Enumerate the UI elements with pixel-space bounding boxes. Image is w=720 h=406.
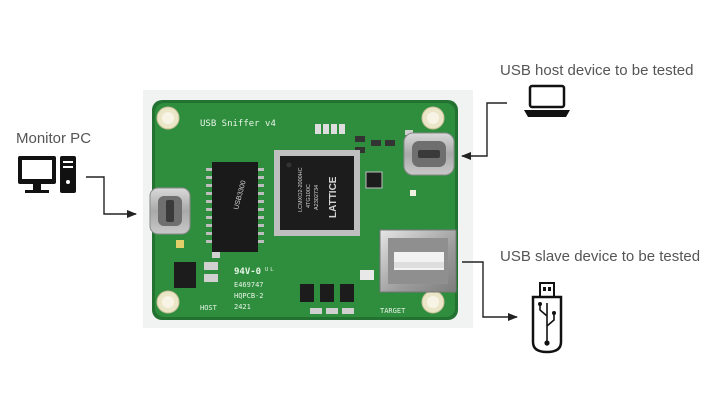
usb-a-port-target xyxy=(379,229,457,293)
arrow-host-to-board xyxy=(461,102,507,160)
svg-text:A2302734: A2302734 xyxy=(314,185,320,210)
board-title: USB Sniffer v4 xyxy=(200,119,276,129)
target-label: TARGET xyxy=(380,307,406,315)
fpga-brand-label: LATTICE xyxy=(328,176,339,218)
svg-text:2421: 2421 xyxy=(234,303,251,311)
svg-text:94V-0: 94V-0 xyxy=(234,267,261,277)
svg-text:LCMXO2-2000HC: LCMXO2-2000HC xyxy=(298,167,304,212)
host-label: HOST xyxy=(200,304,218,312)
usb-slave-label: USB slave device to be tested xyxy=(500,248,701,265)
esd-protection-chips xyxy=(300,270,374,314)
arrow-board-to-slave xyxy=(462,261,518,321)
svg-text:ᵁᴸ: ᵁᴸ xyxy=(264,267,275,277)
desktop-computer-icon xyxy=(18,156,76,193)
small-ic xyxy=(365,171,383,189)
usb-sniffer-board: USB Sniffer v4 xyxy=(149,100,458,320)
svg-text:E469747: E469747 xyxy=(234,281,264,289)
usb-c-port-host xyxy=(403,132,455,176)
fpga-chip: LCMXO2-2000HC 4TG100C A2302734 LATTICE xyxy=(274,150,360,236)
usb-phy-chip: USB3300 xyxy=(206,162,264,252)
arrow-monitor-to-board xyxy=(86,176,137,218)
usb-c-port-monitor xyxy=(149,187,191,235)
certification-marks: 94V-0 E469747 HQPCB-2 2421 ᵁᴸ xyxy=(234,267,275,311)
svg-text:4TG100C: 4TG100C xyxy=(306,184,312,208)
usb-host-label: USB host device to be tested xyxy=(500,62,694,79)
svg-text:HQPCB-2: HQPCB-2 xyxy=(234,292,264,300)
usb-flash-drive-icon xyxy=(531,282,563,354)
monitor-pc-label: Monitor PC xyxy=(16,130,92,147)
power-components xyxy=(174,240,220,288)
laptop-icon xyxy=(524,84,570,117)
